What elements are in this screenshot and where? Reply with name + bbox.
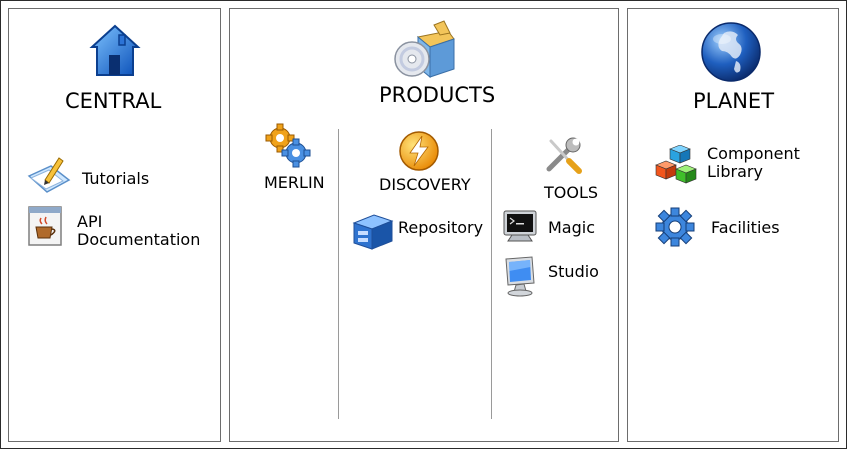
wrench-screwdriver-icon <box>543 135 583 175</box>
globe-icon[interactable] <box>700 21 762 83</box>
lightning-bolt-icon <box>398 130 440 172</box>
repository-label: Repository <box>398 218 484 237</box>
tools-label: TOOLS <box>544 183 599 202</box>
monitor-icon <box>502 255 538 297</box>
colored-cubes-icon <box>654 145 698 187</box>
component-library-label-line1: Component <box>707 144 800 163</box>
central-panel: CENTRAL Tutorials API Documentation <box>8 8 221 442</box>
blue-gear-icon <box>654 206 696 248</box>
java-coffee-cup-icon <box>27 205 63 247</box>
drive-server-icon <box>350 209 394 251</box>
component-library-label-line2: Library <box>707 162 763 181</box>
discovery-label: DISCOVERY <box>379 175 471 194</box>
tutorials-label: Tutorials <box>82 169 150 188</box>
central-title: CENTRAL <box>65 89 162 113</box>
gears-icon <box>264 123 312 169</box>
api-label-line1: API <box>77 212 103 231</box>
studio-label: Studio <box>548 262 599 281</box>
products-panel: PRODUCTS MERLIN <box>229 8 619 442</box>
api-label-line2: Documentation <box>77 230 201 249</box>
products-title: PRODUCTS <box>379 83 496 107</box>
planet-title: PLANET <box>693 89 775 113</box>
products-divider-right <box>491 129 492 419</box>
planet-panel: PLANET Component Library <box>627 8 839 442</box>
products-box-icon[interactable] <box>390 19 458 83</box>
facilities-label: Facilities <box>711 218 780 237</box>
home-icon[interactable] <box>89 23 141 79</box>
tutorials-pencil-icon <box>25 154 73 196</box>
magic-label: Magic <box>548 218 596 237</box>
terminal-icon <box>502 209 538 243</box>
products-divider-left <box>338 129 339 419</box>
merlin-label: MERLIN <box>264 173 325 192</box>
